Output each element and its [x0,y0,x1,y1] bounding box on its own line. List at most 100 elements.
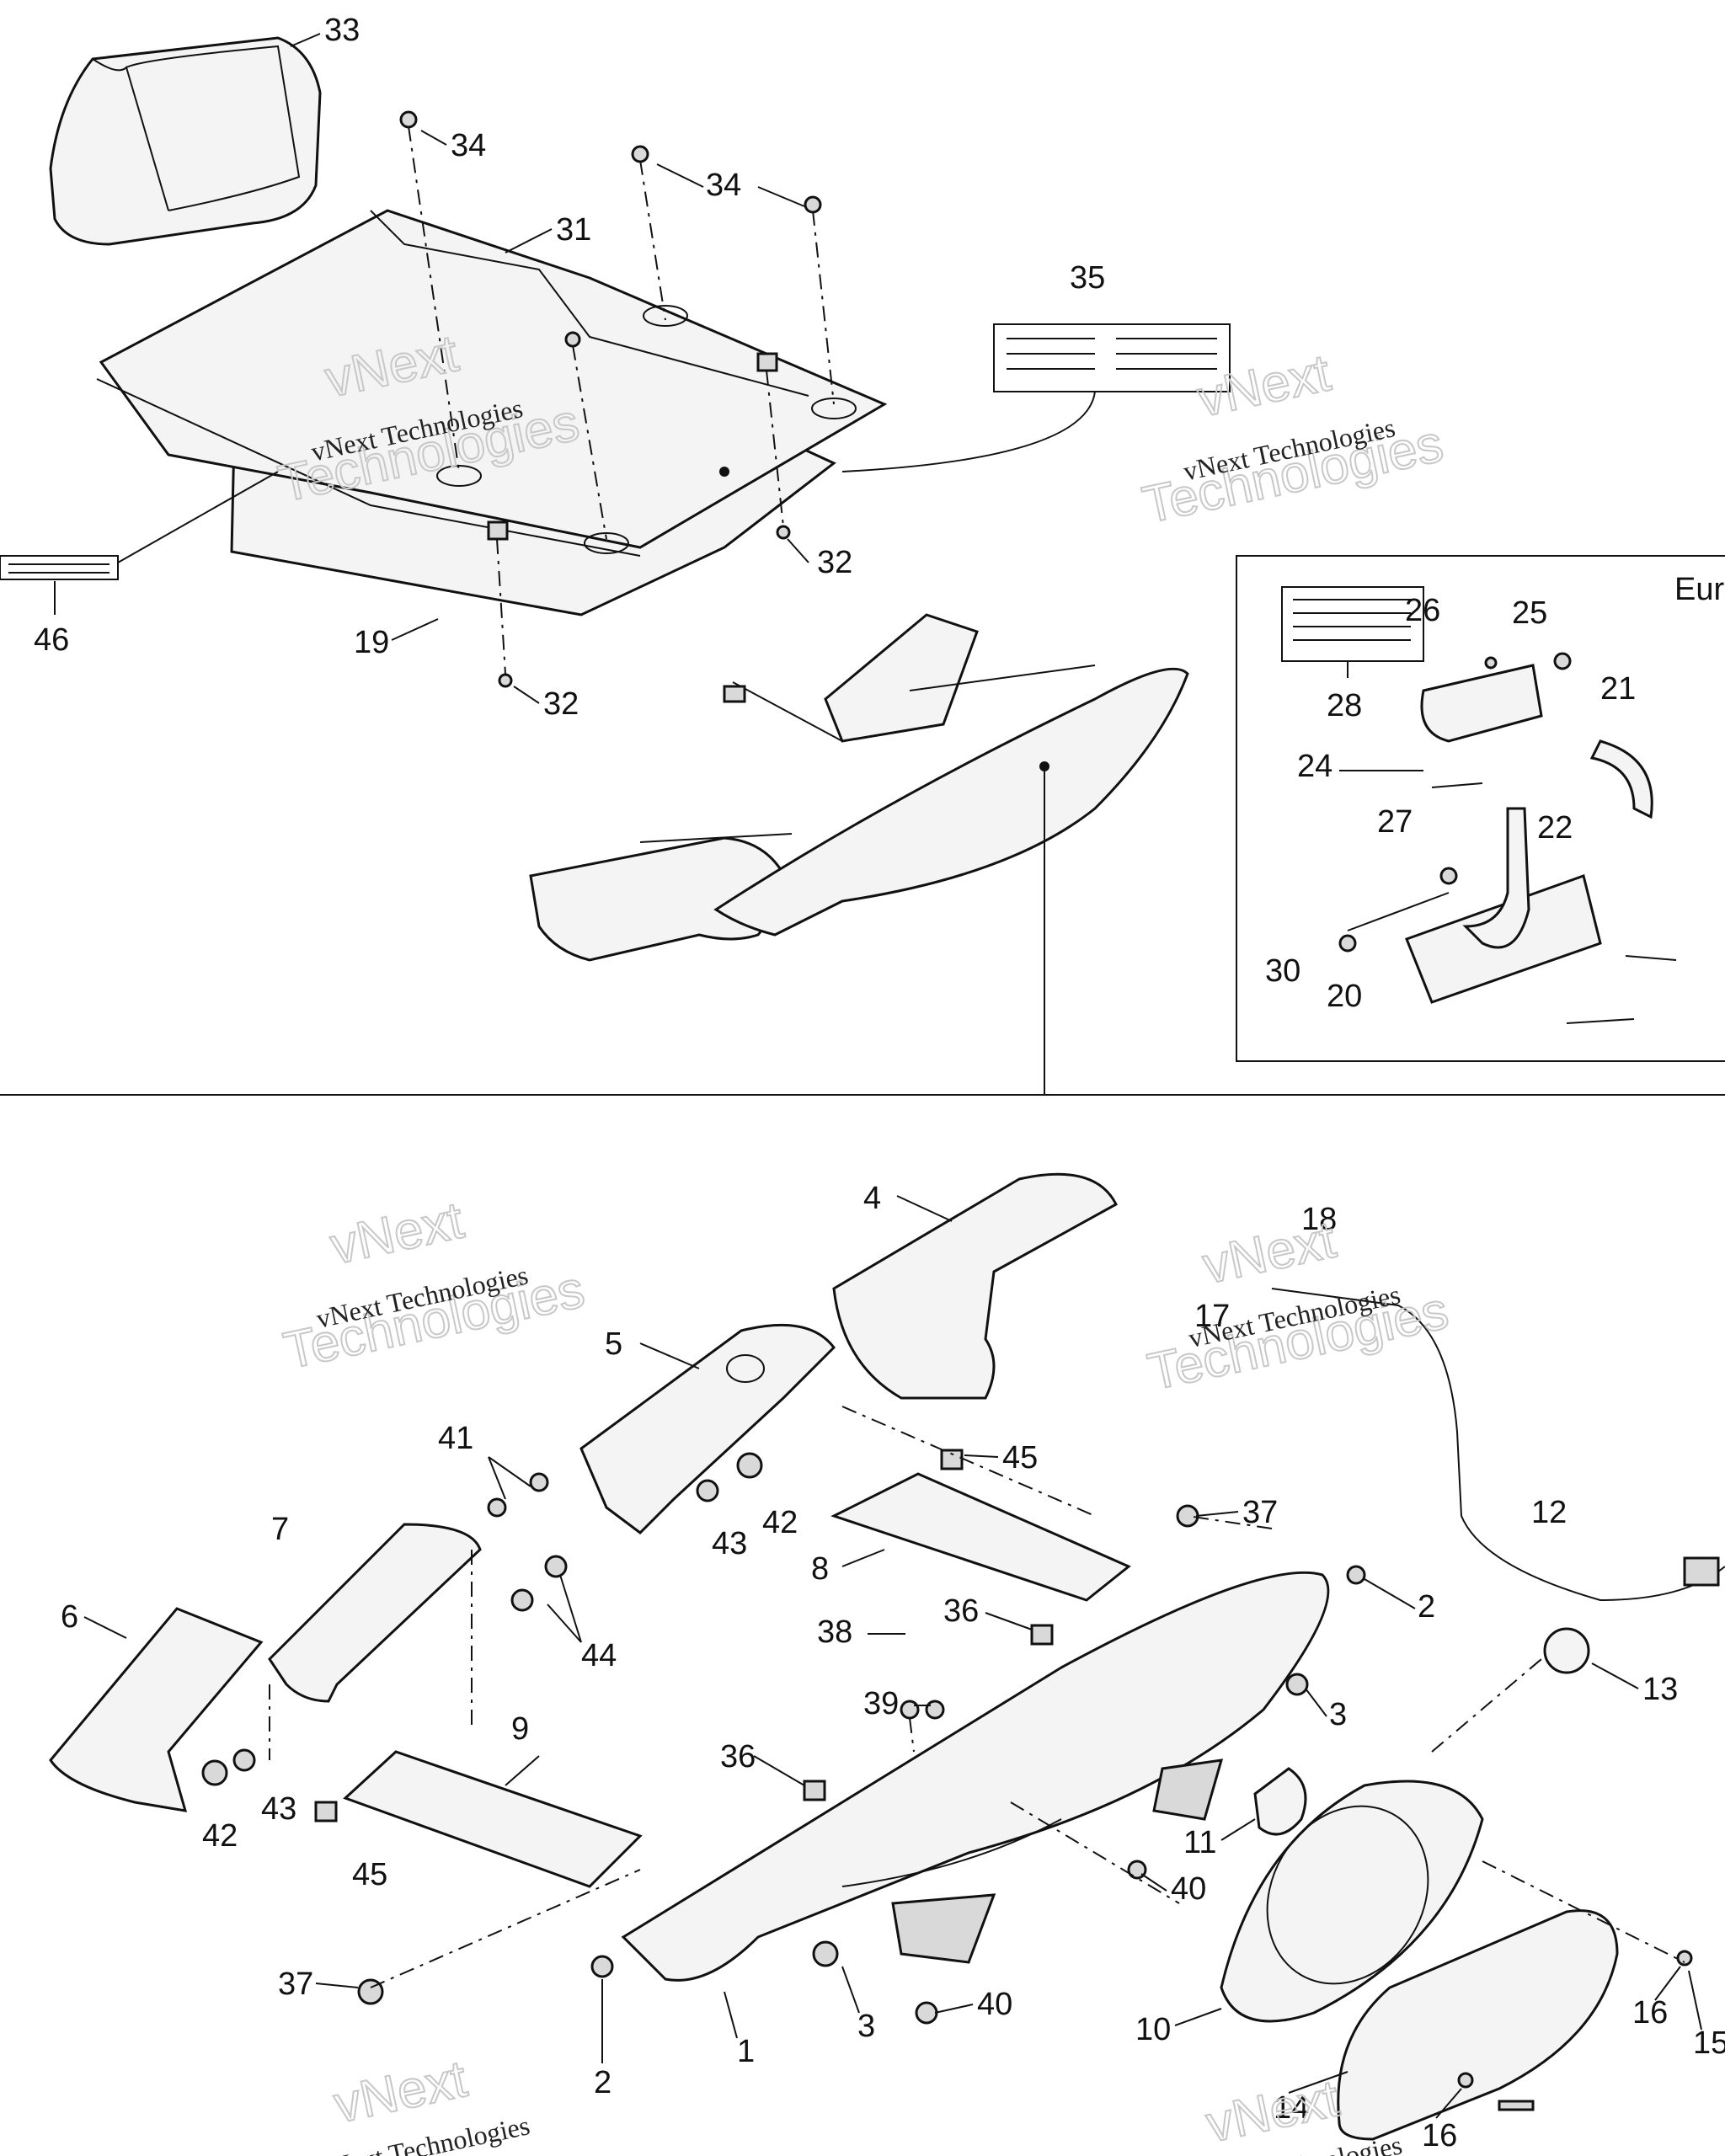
leader-32-right [766,370,784,527]
callout-37-upper: 37 [1242,1495,1278,1530]
part-4-cover [832,1172,1118,1400]
callout-36-upper: 36 [943,1593,979,1629]
callout-5: 5 [605,1326,622,1362]
svg-text:vNext: vNext [326,1191,468,1275]
callout-21: 21 [1600,671,1636,707]
callout-2-lower: 2 [594,2065,611,2100]
part-5-bracket [579,1323,836,1534]
screw-32c [498,673,513,688]
callout-30: 30 [1265,953,1300,989]
part-21-clip [1589,739,1653,819]
part-12-connector [1683,1556,1720,1587]
callout-3-upper: 3 [1329,1697,1347,1732]
callout-31: 31 [556,212,591,248]
inset-europe-box: Eur [1236,555,1725,1062]
callout-41: 41 [438,1421,473,1456]
part-46-warning-label [0,471,279,615]
callout-12: 12 [1531,1495,1567,1530]
screw-34c [804,195,822,214]
screw-32a [564,331,581,348]
callout-36-lower: 36 [720,1739,756,1774]
callout-45-upper: 45 [1002,1440,1038,1476]
watermark-mid-left: vNext Technologies vNext Technologies [278,1190,590,1381]
callout-38: 38 [817,1614,852,1650]
part-1-foot-left [891,1893,996,1964]
callout-leaders [83,33,1702,2119]
callout-9: 9 [511,1711,529,1747]
callout-17: 17 [1194,1299,1230,1334]
svg-text:vNext: vNext [1201,2069,1343,2153]
callout-16-upper: 16 [1632,1995,1668,2031]
part-9-rail [343,1750,643,1888]
part-11-bulb-holder [1253,1767,1307,1836]
callout-39: 39 [863,1686,899,1721]
callout-43-lower: 43 [261,1791,296,1827]
callout-40-upper: 40 [1171,1871,1206,1907]
callout-8: 8 [811,1551,829,1587]
callout-28: 28 [1327,688,1362,723]
screw-34a [399,110,418,129]
callout-46: 46 [34,622,69,658]
callout-15: 15 [1693,2025,1725,2061]
part-6-cover [49,1607,264,1812]
part-35-warning-label [719,323,1231,477]
watermark-bottom-left: vNext vNext Technologies [315,2049,532,2156]
watermark-mid-right: vNext Technologies vNext Technologies [1142,1210,1454,1403]
callout-42-upper: 42 [762,1505,798,1540]
callout-27: 27 [1377,804,1413,840]
callout-33: 33 [324,13,360,48]
part-20-hook [1462,807,1530,949]
callout-7: 7 [271,1512,289,1547]
callout-44: 44 [581,1638,617,1673]
callout-32-lower: 32 [543,686,579,722]
callout-1: 1 [737,2034,755,2069]
callout-42-lower: 42 [202,1818,238,1854]
callout-34-left: 34 [451,128,486,163]
callout-14: 14 [1274,2090,1309,2126]
part-31-cargo-tray [96,209,888,616]
svg-text:vNext: vNext [329,2050,472,2134]
callout-37-lower: 37 [278,1967,313,2002]
callout-40-lower: 40 [977,1987,1012,2022]
callout-32-upper: 32 [817,545,852,580]
part-13-bulb [1543,1627,1590,1674]
part-28-label [1281,586,1424,662]
leader-34-mid [639,159,666,321]
callouts: 33 34 34 31 35 32 32 19 46 26 25 21 28 2… [34,13,1725,2153]
part-12-harness [1271,1288,1725,1602]
callout-24: 24 [1297,749,1332,784]
callout-6: 6 [61,1599,78,1635]
callout-26: 26 [1405,593,1440,628]
part-21-bracket [1420,664,1543,743]
callout-45-lower: 45 [352,1857,387,1892]
screw-32b [776,525,791,540]
svg-text:vNext: vNext [1198,1211,1340,1295]
callout-11: 11 [1183,1825,1216,1860]
callout-4: 4 [863,1181,881,1216]
part-8-rail [830,1472,1131,1602]
leader-34-left [408,125,460,472]
callout-3-lower: 3 [857,2009,875,2044]
inset-title: Eur [1674,572,1724,607]
callout-18: 18 [1301,1202,1337,1237]
callout-20: 20 [1327,979,1362,1014]
leader-32-left [572,344,607,540]
leader-32-lower [496,538,506,675]
top-rack-assembly [529,613,1189,962]
callout-16-lower: 16 [1422,2118,1457,2153]
part-1-frame [621,1571,1330,1982]
callout-10: 10 [1135,2012,1171,2047]
part-1-foot-right [1152,1758,1224,1821]
part-14-lens [1337,1909,1619,2141]
callout-13: 13 [1642,1672,1678,1707]
callout-25: 25 [1512,595,1547,631]
part-7-bracket [268,1523,482,1703]
callout-2-upper: 2 [1418,1589,1435,1625]
callout-43-upper: 43 [712,1526,747,1561]
callout-22: 22 [1537,810,1573,846]
leader-34-right [812,210,835,405]
screw-34b [631,145,649,163]
part-33-backrest [49,36,322,246]
callout-34-right: 34 [706,168,741,203]
